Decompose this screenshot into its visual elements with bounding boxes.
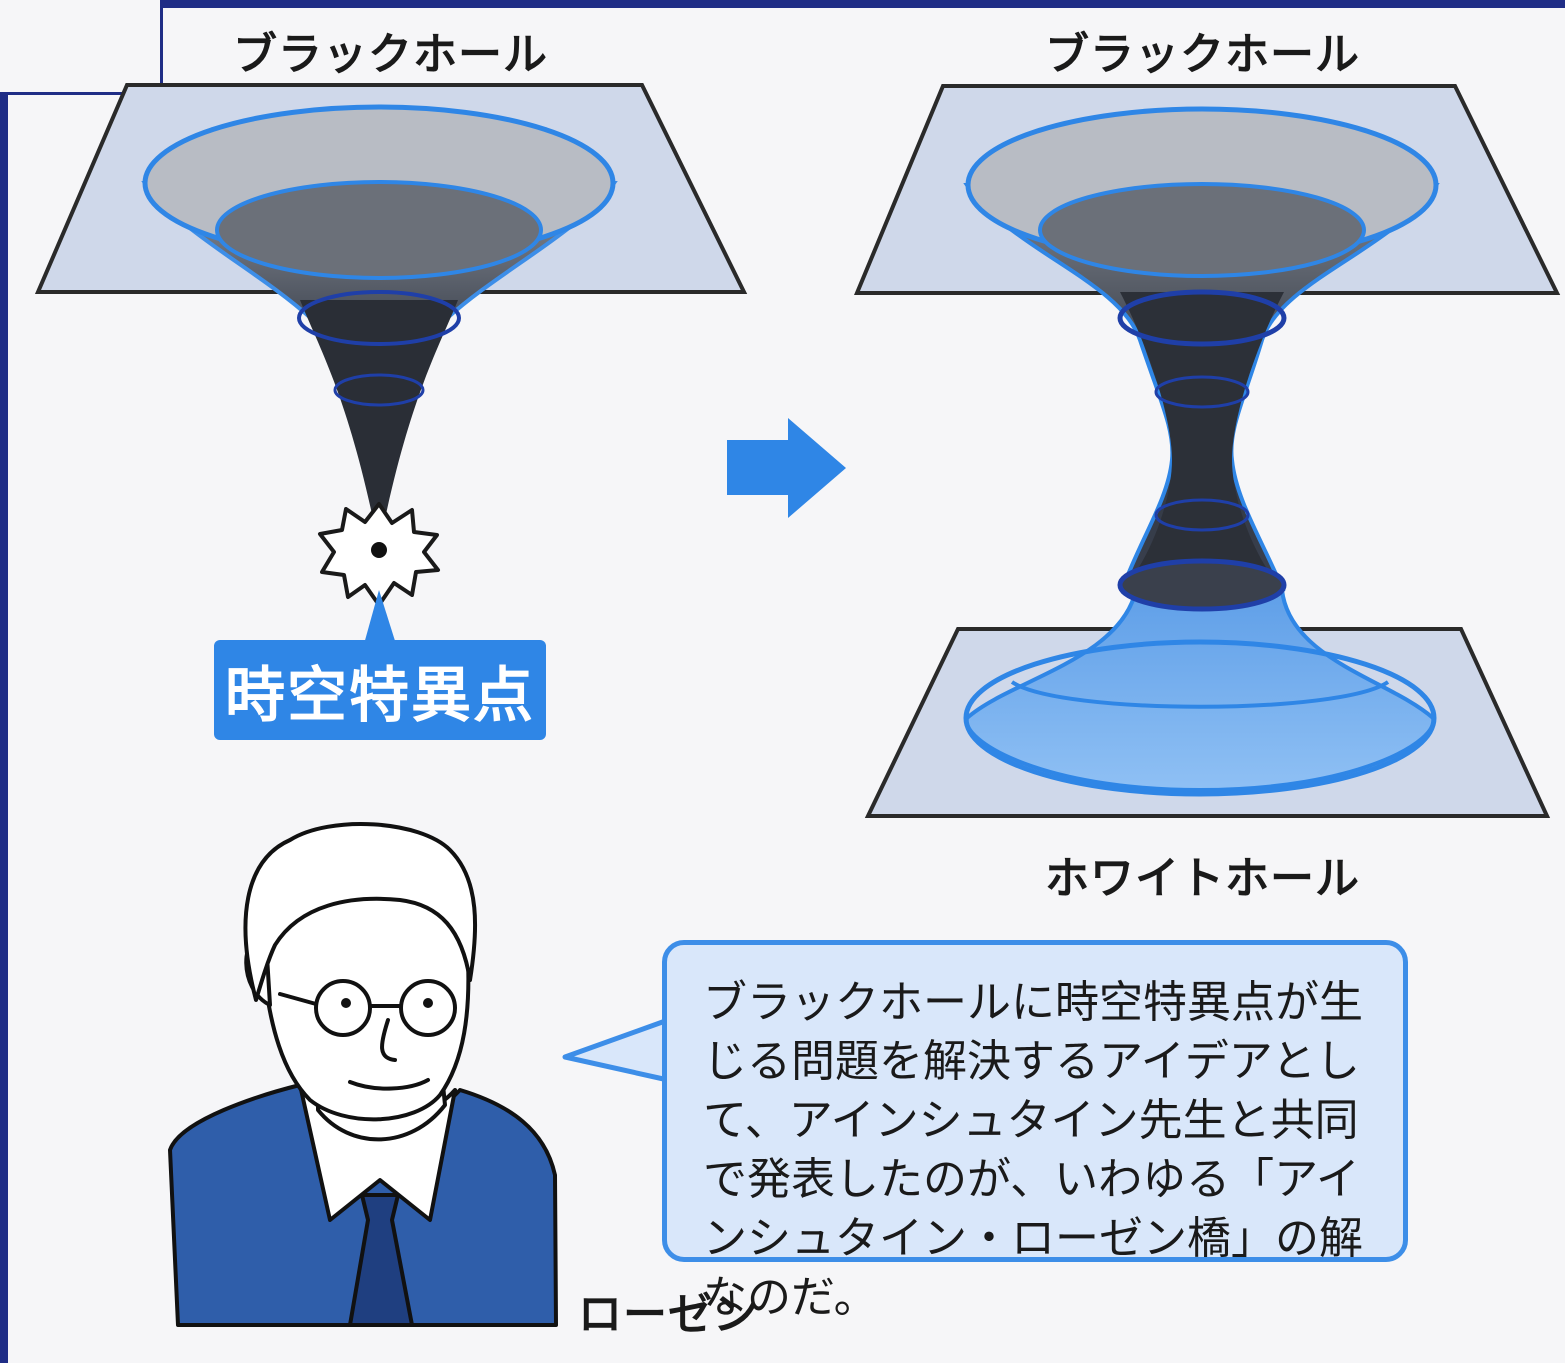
rosen-portrait xyxy=(168,821,558,1327)
right-ring-3 xyxy=(1154,498,1250,532)
left-ring-2 xyxy=(333,373,425,407)
left-black-hole-label: ブラックホール xyxy=(233,29,548,80)
white-hole-flare xyxy=(964,588,1436,793)
hair xyxy=(243,821,478,1002)
right-funnel-inner xyxy=(1038,182,1366,278)
left-ring-1 xyxy=(297,290,461,346)
nose xyxy=(380,1018,397,1062)
left-funnel-throat xyxy=(300,300,458,548)
white-hole-rim xyxy=(963,639,1437,797)
right-ring-2 xyxy=(1154,375,1250,409)
right-black-hole-label: ブラックホール xyxy=(1045,29,1360,80)
speech-bubble-text: ブラックホールに時空特異点が生じる問題を解決するアイデアとして、アインシュタイン… xyxy=(703,977,1363,1323)
right-wormhole-diagram xyxy=(854,84,1561,818)
singularity-point xyxy=(371,542,387,558)
right-ring-4 xyxy=(1117,558,1287,612)
right-throat-core xyxy=(1120,292,1284,590)
mouth xyxy=(348,1078,430,1091)
callout-pointer xyxy=(364,590,396,644)
rosen-name-label: ローゼン xyxy=(578,1289,758,1340)
singularity-label: 時空特異点 xyxy=(214,640,546,740)
right-eye xyxy=(423,998,433,1008)
speech-bubble: ブラックホールに時空特異点が生じる問題を解決するアイデアとして、アインシュタイン… xyxy=(662,940,1408,1323)
glasses-arm xyxy=(278,992,318,1006)
arrow-right-icon xyxy=(727,418,846,518)
white-hole-inner-ring xyxy=(1010,680,1390,709)
necktie xyxy=(348,1193,414,1327)
white-hole-label: ホワイトホール xyxy=(1045,853,1360,904)
corner-tab xyxy=(0,0,163,95)
left-eye xyxy=(341,998,351,1008)
left-funnel-inner xyxy=(215,180,543,280)
right-ring-1 xyxy=(1117,289,1287,347)
speech-bubble-tail xyxy=(562,1017,671,1083)
left-black-hole-diagram xyxy=(34,83,748,644)
